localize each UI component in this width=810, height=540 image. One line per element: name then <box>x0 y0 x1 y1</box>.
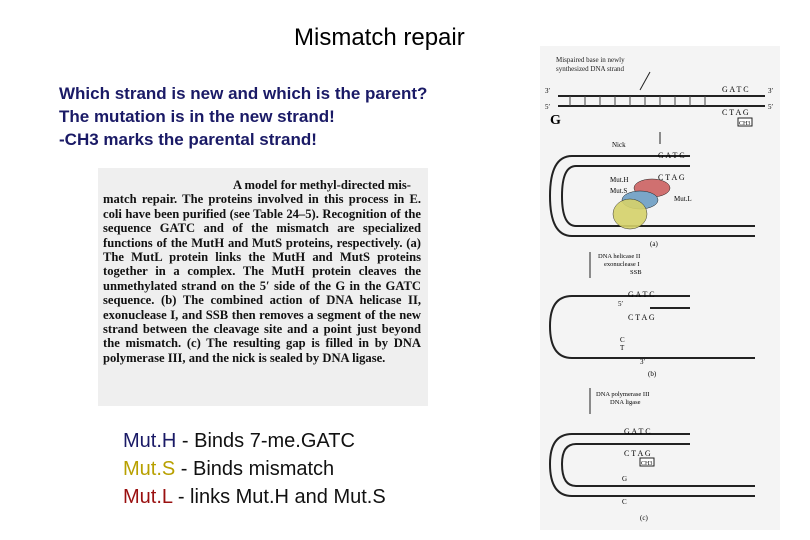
end-3-top: 3′ <box>768 87 774 95</box>
question-line: -CH3 marks the parental strand! <box>59 130 317 149</box>
mismatch-repair-diagram: Mispaired base in newly synthesized DNA … <box>540 46 780 530</box>
base-c-b: C <box>620 336 625 344</box>
legend-row-muts: Mut.S - Binds mismatch <box>123 455 386 483</box>
legend-desc-mutl: - links Mut.H and Mut.S <box>172 486 386 508</box>
mutl-protein <box>612 198 648 230</box>
seq-bottom-b: C T A G <box>628 313 655 322</box>
seq-bottom: C T A G <box>722 108 749 117</box>
methyl-label-c: CH3 <box>641 461 652 467</box>
base-t-b: T <box>620 344 625 352</box>
panel-a-label: (a) <box>650 240 658 248</box>
seq-top: G A T C <box>722 85 749 94</box>
mismatch-base: G <box>550 113 561 128</box>
loop-b-outer <box>548 295 755 359</box>
end-5-b: 5′ <box>618 300 624 308</box>
legend-row-mutl: Mut.L - links Mut.H and Mut.S <box>123 483 386 511</box>
legend-name-mutl: Mut.L <box>123 486 173 508</box>
legend-row-muth: Mut.H - Binds 7-me.GATC <box>123 427 386 455</box>
loop-a-inner <box>560 165 755 227</box>
caption-body: match repair. The proteins involved in t… <box>103 192 421 365</box>
label-synthesized: synthesized DNA strand <box>556 65 625 73</box>
base-c-c: C <box>622 498 627 506</box>
seq-top-b: G A T C <box>628 290 655 299</box>
nick-label: Nick <box>612 141 626 149</box>
caption-text: A model for methyl-directed mis- match r… <box>103 178 421 365</box>
end-5-top: 3′ <box>545 87 551 95</box>
methyl-box <box>737 117 753 127</box>
panel-b-label: (b) <box>648 370 657 378</box>
legend-desc-muth: - Binds 7-me.GATC <box>176 430 355 452</box>
end-3-bottom: 5′ <box>768 103 774 111</box>
methyl-label: CH3 <box>739 121 750 127</box>
loop-c-inner <box>560 443 755 487</box>
muts-label: Mut.S <box>610 187 627 195</box>
legend-desc-muts: - Binds mismatch <box>175 458 335 480</box>
seq-bottom-c: C T A G <box>624 449 651 458</box>
muth-label: Mut.H <box>610 176 628 184</box>
methyl-box-c <box>639 457 655 467</box>
ligase-label: DNA ligase <box>610 399 641 406</box>
legend-name-muth: Mut.H <box>123 430 177 452</box>
protein-legend: Mut.H - Binds 7-me.GATC Mut.S - Binds mi… <box>123 427 386 511</box>
ssb-label: SSB <box>630 269 642 276</box>
seq-bottom-a: C T A G <box>658 173 685 182</box>
loop-a-outer <box>548 155 755 237</box>
question-block: Which strand is new and which is the par… <box>59 82 427 151</box>
slide-title: Mismatch repair <box>294 24 465 51</box>
seq-top-a: G A T C <box>658 151 685 160</box>
caption-figure-label: A model for methyl-directed mis- <box>233 178 411 192</box>
figure-caption-image: A model for methyl-directed mis- match r… <box>98 168 428 406</box>
label-mispaired: Mispaired base in newly <box>556 56 625 64</box>
loop-c-outer <box>548 433 755 497</box>
exonuclease-label: exonuclease I <box>604 261 640 268</box>
seq-top-c: G A T C <box>624 427 651 436</box>
base-pair-ticks <box>569 96 706 106</box>
end-5-bottom: 5′ <box>545 103 551 111</box>
helicase-label: DNA helicase II <box>598 253 640 260</box>
legend-name-muts: Mut.S <box>123 458 176 480</box>
base-g-c: G <box>622 475 627 483</box>
diagram-svg: Mispaired base in newly synthesized DNA … <box>545 56 774 522</box>
mispair-pointer <box>639 71 651 91</box>
question-line: The mutation is in the new strand! <box>59 107 335 126</box>
panel-c-label: (c) <box>640 514 648 522</box>
mutl-label: Mut.L <box>674 195 692 203</box>
polymerase-label: DNA polymerase III <box>596 391 649 398</box>
question-line: Which strand is new and which is the par… <box>59 84 428 103</box>
end-3-b: 3′ <box>640 358 646 366</box>
